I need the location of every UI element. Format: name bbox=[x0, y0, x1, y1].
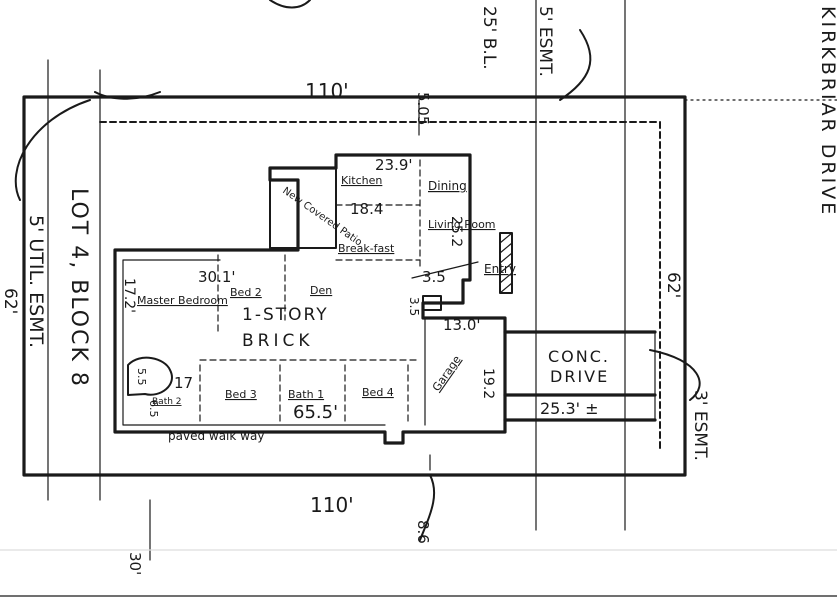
room-den: Den bbox=[310, 284, 332, 297]
left-depth: 62' bbox=[0, 288, 20, 314]
top-esmt-label: 5' ESMT. bbox=[535, 6, 555, 77]
room-bed3: Bed 3 bbox=[225, 388, 257, 401]
right-esmt-label: 3' ESMT. bbox=[690, 390, 710, 461]
living-dim: 25.2 bbox=[448, 216, 464, 247]
bath2-6: 6.5 bbox=[147, 400, 160, 418]
room-breakfast: Break-fast bbox=[338, 242, 395, 255]
concrete-drive bbox=[503, 330, 657, 422]
master-depth: 17.2' bbox=[121, 278, 137, 313]
room-entry: Entry bbox=[484, 262, 516, 276]
room-bath1: Bath 1 bbox=[288, 388, 324, 401]
entry-leader bbox=[411, 261, 479, 279]
right-arrow bbox=[649, 349, 701, 401]
top-left-arrow bbox=[94, 91, 161, 100]
lower-17: 17 bbox=[174, 374, 193, 392]
house-label-2: BRICK bbox=[242, 331, 314, 351]
patio-outline bbox=[269, 167, 337, 249]
left-arrow-curve bbox=[14, 99, 91, 201]
lot-boundary bbox=[22, 95, 687, 477]
bottom-left-dim: 30' bbox=[126, 552, 144, 575]
bottom-arrow bbox=[419, 474, 436, 541]
bottom-setback: 8.6 bbox=[414, 520, 432, 544]
top-setback: 5.05 bbox=[414, 92, 432, 125]
kitchen-dim: 18.4 bbox=[350, 200, 383, 218]
walkway-label: paved walk way bbox=[168, 429, 264, 443]
room-living: Living Room bbox=[428, 218, 496, 231]
bottom-width: 110' bbox=[310, 493, 354, 517]
left-util-esmt: 5' UTIL. ESMT. bbox=[25, 215, 47, 348]
room-bed2: Bed 2 bbox=[230, 286, 262, 299]
drive-line-1: CONC. bbox=[548, 347, 610, 366]
entry-step bbox=[422, 295, 442, 311]
drive-line-2: DRIVE bbox=[550, 367, 609, 386]
total-length: 65.5' bbox=[293, 402, 338, 423]
garage-depth: 19.2 bbox=[480, 368, 496, 399]
room-bed4: Bed 4 bbox=[362, 386, 394, 399]
drive-length: 25.3' ± bbox=[540, 399, 599, 418]
entry-hatch-lines bbox=[499, 232, 513, 294]
top-width: 110' bbox=[305, 79, 349, 103]
garage-width: 13.0' bbox=[443, 316, 481, 334]
street-label: KIRKBRIAR DRIVE bbox=[817, 6, 837, 217]
right-depth: 62' bbox=[663, 272, 683, 298]
room-dining: Dining bbox=[428, 179, 467, 193]
master-width: 30.1' bbox=[198, 268, 236, 286]
room-garage: Garage bbox=[430, 353, 464, 394]
house-top-dim: 23.9' bbox=[375, 156, 413, 174]
top-bl-label: 25' B.L. bbox=[479, 6, 499, 70]
bath2-5: 5.5 bbox=[135, 368, 148, 386]
room-kitchen: Kitchen bbox=[341, 174, 382, 187]
bath2-tub bbox=[127, 356, 173, 396]
side-dim: 3.5 bbox=[407, 297, 421, 316]
lot-label: LOT 4, BLOCK 8 bbox=[66, 188, 91, 388]
top-esmt-arrow bbox=[559, 29, 592, 101]
house-inner-line bbox=[122, 259, 386, 426]
small-dim: 3.5 bbox=[422, 268, 446, 286]
room-bath2: Bath 2 bbox=[152, 397, 182, 407]
room-master: Master Bedroom bbox=[137, 294, 228, 307]
house-label-1: 1-STORY bbox=[242, 305, 329, 325]
top-arrow bbox=[269, 0, 311, 9]
